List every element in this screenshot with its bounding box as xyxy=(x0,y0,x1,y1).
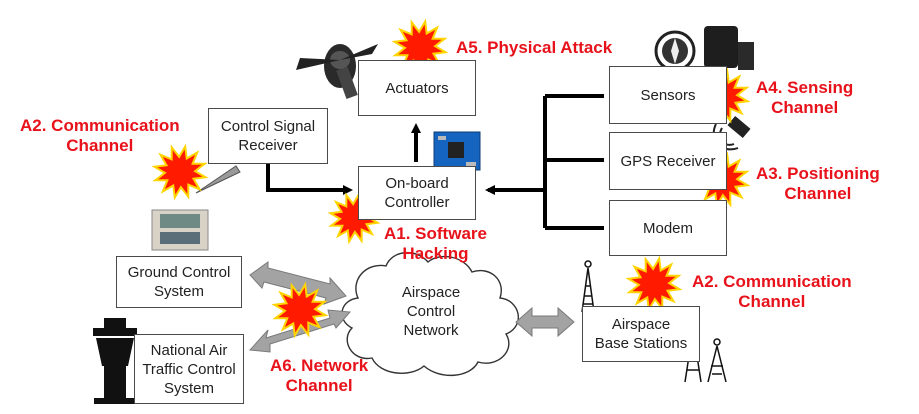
attack-a4-text-1: A4. Sensing xyxy=(756,78,854,97)
network-label-1: Airspace xyxy=(401,284,461,301)
burst-a2-left xyxy=(151,143,209,201)
attack-a5-label: A5. Physical Attack xyxy=(456,38,612,58)
network-label-3: Network xyxy=(403,322,459,339)
attack-a2-right-label: A2. Communication Channel xyxy=(692,272,852,312)
gps-receiver-box: GPS Receiver xyxy=(609,132,727,190)
attack-a3-text-1: A3. Positioning xyxy=(756,164,880,183)
sensors-label: Sensors xyxy=(640,86,696,104)
attack-a1-text-2: Hacking xyxy=(402,244,469,263)
propeller-icon xyxy=(296,44,378,99)
attack-a2-left-text-1: A2. Communication xyxy=(20,116,180,135)
airspace-base-stations-box: Airspace Base Stations xyxy=(582,306,700,362)
national-atc-system-box: National Air Traffic Control System xyxy=(134,334,244,404)
attack-a2-right-text-1: A2. Communication xyxy=(692,272,852,291)
attack-a4-label: A4. Sensing Channel xyxy=(756,78,853,118)
onboard-controller-label-2: Controller xyxy=(384,194,450,211)
cloud-shape xyxy=(341,252,520,377)
sensors-box: Sensors xyxy=(609,66,727,124)
network-double-arrows xyxy=(248,261,575,353)
airspace-base-stations-label-1: Airspace xyxy=(611,316,671,333)
control-flow-arrows xyxy=(266,94,604,230)
attack-a5-text: A5. Physical Attack xyxy=(456,38,613,57)
attack-a2-left-text-2: Channel xyxy=(66,136,134,155)
satellite-icon xyxy=(712,115,751,151)
attack-a3-label: A3. Positioning Channel xyxy=(756,164,880,204)
ground-control-system-box: Ground Control System xyxy=(116,256,242,308)
onboard-controller-label-1: On-board xyxy=(385,175,449,192)
attack-a2-left-label: A2. Communication Channel xyxy=(20,116,180,156)
actuators-label: Actuators xyxy=(385,79,449,97)
onboard-controller-box: On-board Controller xyxy=(358,166,476,220)
burst-a6 xyxy=(271,281,329,339)
attack-a1-text-1: A1. Software xyxy=(384,224,487,243)
attack-bursts xyxy=(151,18,751,339)
control-signal-receiver-label-2: Receiver xyxy=(238,137,298,154)
sensor-icon xyxy=(654,26,754,72)
attack-a6-text-1: A6. Network xyxy=(270,356,369,375)
ground-control-system-label-1: Ground Control xyxy=(127,264,231,281)
control-tower-icon xyxy=(93,318,137,404)
attack-a4-text-2: Channel xyxy=(771,98,839,117)
network-label-2: Control xyxy=(406,303,456,320)
ground-control-system-label-2: System xyxy=(153,283,204,300)
airspace-base-stations-label-2: Base Stations xyxy=(594,335,688,352)
control-signal-receiver-box: Control Signal Receiver xyxy=(208,108,328,164)
attack-a3-text-2: Channel xyxy=(784,184,852,203)
attack-a6-label: A6. Network Channel xyxy=(270,356,368,396)
modem-label: Modem xyxy=(642,219,694,237)
attack-a1-label: A1. Software Hacking xyxy=(384,224,487,264)
national-atc-system-label-3: System xyxy=(163,379,214,397)
modem-box: Modem xyxy=(609,200,727,256)
national-atc-system-label-1: National Air xyxy=(150,341,228,359)
actuators-box: Actuators xyxy=(358,60,476,116)
circuit-board-icon xyxy=(433,131,481,171)
national-atc-system-label-2: Traffic Control xyxy=(142,360,236,378)
attack-a2-right-text-2: Channel xyxy=(738,292,806,311)
airspace-control-network-label: Airspace Control Network xyxy=(376,283,486,340)
burst-a2-right xyxy=(625,255,683,313)
antenna-icon xyxy=(195,165,241,194)
attack-a6-text-2: Channel xyxy=(285,376,353,395)
control-panel-icon xyxy=(151,209,209,251)
control-signal-receiver-label-1: Control Signal xyxy=(220,118,316,135)
gps-receiver-label: GPS Receiver xyxy=(620,152,716,170)
